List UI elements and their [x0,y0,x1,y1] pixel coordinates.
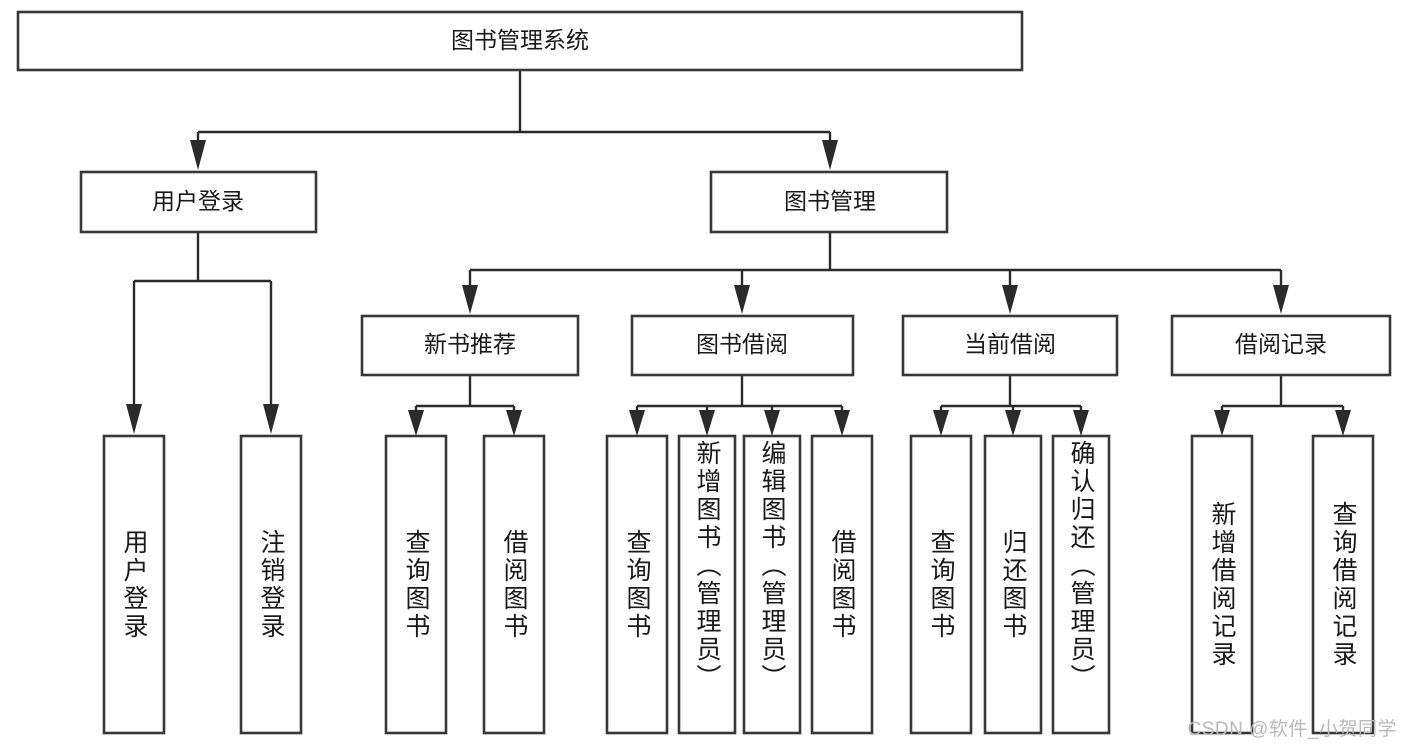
connector-group-book-borrow [629,375,850,436]
node-root-label: 图书管理系统 [451,27,589,53]
arrowhead-br-add [1214,410,1230,436]
leaf-box-bb-query-book[interactable] [605,434,669,735]
leaf-box-bb-add-book[interactable] [677,434,737,735]
node-book-management-box [709,170,949,234]
leaf-box-user-logout[interactable] [239,434,303,735]
leaf-box-user-login[interactable] [102,434,166,735]
connector-group-current-borrow [933,375,1089,436]
leaf-box-nbr-borrow-book[interactable] [482,434,546,735]
arrowhead-bb-add [699,410,715,436]
node-user-login-box [79,170,318,234]
node-new-book-recommend-label: 新书推荐 [424,331,516,357]
arrowhead-bb-edit [764,410,780,436]
arrowhead-nbr-query [408,410,424,436]
node-root-system[interactable]: 图书管理系统 [16,10,1024,72]
node-book-borrow-box [630,314,855,377]
node-user-login[interactable]: 用户登录 [79,170,318,234]
node-borrow-record-box [1170,314,1392,377]
arrowhead-leaf-user-logout [263,404,279,434]
leaf-box-bb-borrow-book[interactable] [810,434,874,735]
node-new-book-recommend-box [360,314,580,377]
connector-group-new-book-rec [408,375,522,436]
node-book-management-label: 图书管理 [784,188,876,214]
arrowhead-bb-borrow [834,410,850,436]
arrowhead-to-user-login [190,140,206,170]
node-borrow-record[interactable]: 借阅记录 [1170,314,1392,377]
node-new-book-recommend[interactable]: 新书推荐 [360,314,580,377]
arrowhead-to-book-manage [822,140,838,170]
arrowhead-leaf-user-login [126,404,142,434]
arrowhead-book-borrow [734,285,750,314]
leaf-box-cb-return-book[interactable] [983,434,1043,735]
leaf-box-cb-confirm-return[interactable] [1051,434,1111,735]
node-current-borrow-box [901,314,1119,377]
node-book-management[interactable]: 图书管理 [709,170,949,234]
leaf-box-br-add-record[interactable] [1190,434,1254,735]
arrowhead-current-borrow [1002,285,1018,314]
node-root-box [16,10,1024,72]
node-user-login-label: 用户登录 [152,188,244,214]
arrowhead-cb-return [1005,410,1021,436]
node-current-borrow-label: 当前借阅 [964,331,1056,357]
node-current-borrow[interactable]: 当前借阅 [901,314,1119,377]
leaf-box-nbr-query-book[interactable] [384,434,448,735]
leaf-box-bb-edit-book[interactable] [742,434,802,735]
csdn-watermark: CSDN @软件_小贺同学 [1187,719,1397,740]
connector-group-borrow-record [1214,375,1351,436]
leaf-box-cb-query-book[interactable] [909,434,973,735]
arrowhead-new-book-rec [462,285,478,314]
node-book-borrow[interactable]: 图书借阅 [630,314,855,377]
arrowhead-bb-query [629,410,645,436]
arrowhead-br-query [1335,410,1351,436]
connector-group-user-login [126,232,279,434]
arrowhead-nbr-borrow [506,410,522,436]
leaf-box-br-query-record[interactable] [1311,434,1375,735]
node-book-borrow-label: 图书借阅 [696,331,788,357]
arrowhead-cb-confirm [1073,410,1089,436]
arrowhead-borrow-record [1273,285,1289,314]
node-borrow-record-label: 借阅记录 [1235,331,1327,357]
connector-group-root [190,70,838,170]
connector-group-book-manage [462,232,1289,314]
arrowhead-cb-query [933,410,949,436]
